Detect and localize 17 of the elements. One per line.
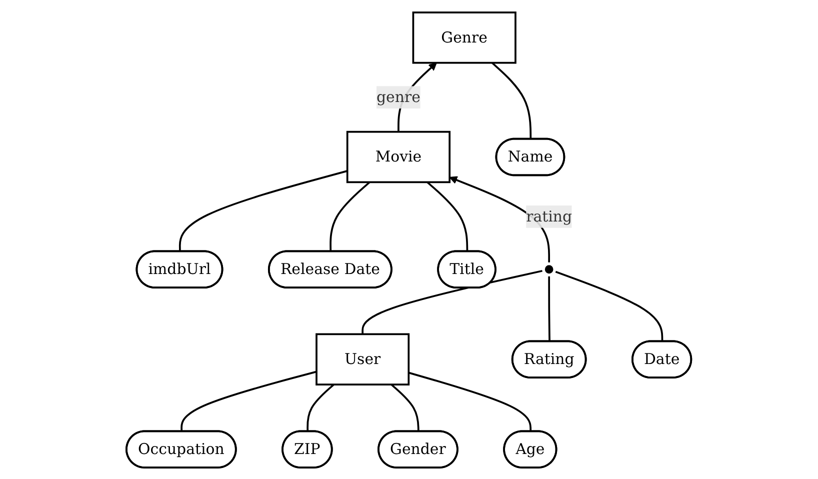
connector <box>426 180 468 252</box>
connector <box>492 62 532 139</box>
connector <box>548 276 551 342</box>
edge-label: rating <box>526 206 572 225</box>
node-box: Movie <box>346 130 451 183</box>
edge-label: genre <box>376 87 421 106</box>
connector <box>306 383 335 432</box>
connector <box>362 269 543 334</box>
node-point <box>545 264 554 274</box>
connector <box>180 370 317 432</box>
connector <box>555 270 664 342</box>
connector <box>179 170 348 252</box>
connector <box>408 371 532 432</box>
connector <box>390 383 420 432</box>
node-box: User <box>316 332 410 385</box>
node-box: Genre <box>412 11 517 64</box>
connector <box>330 180 370 252</box>
